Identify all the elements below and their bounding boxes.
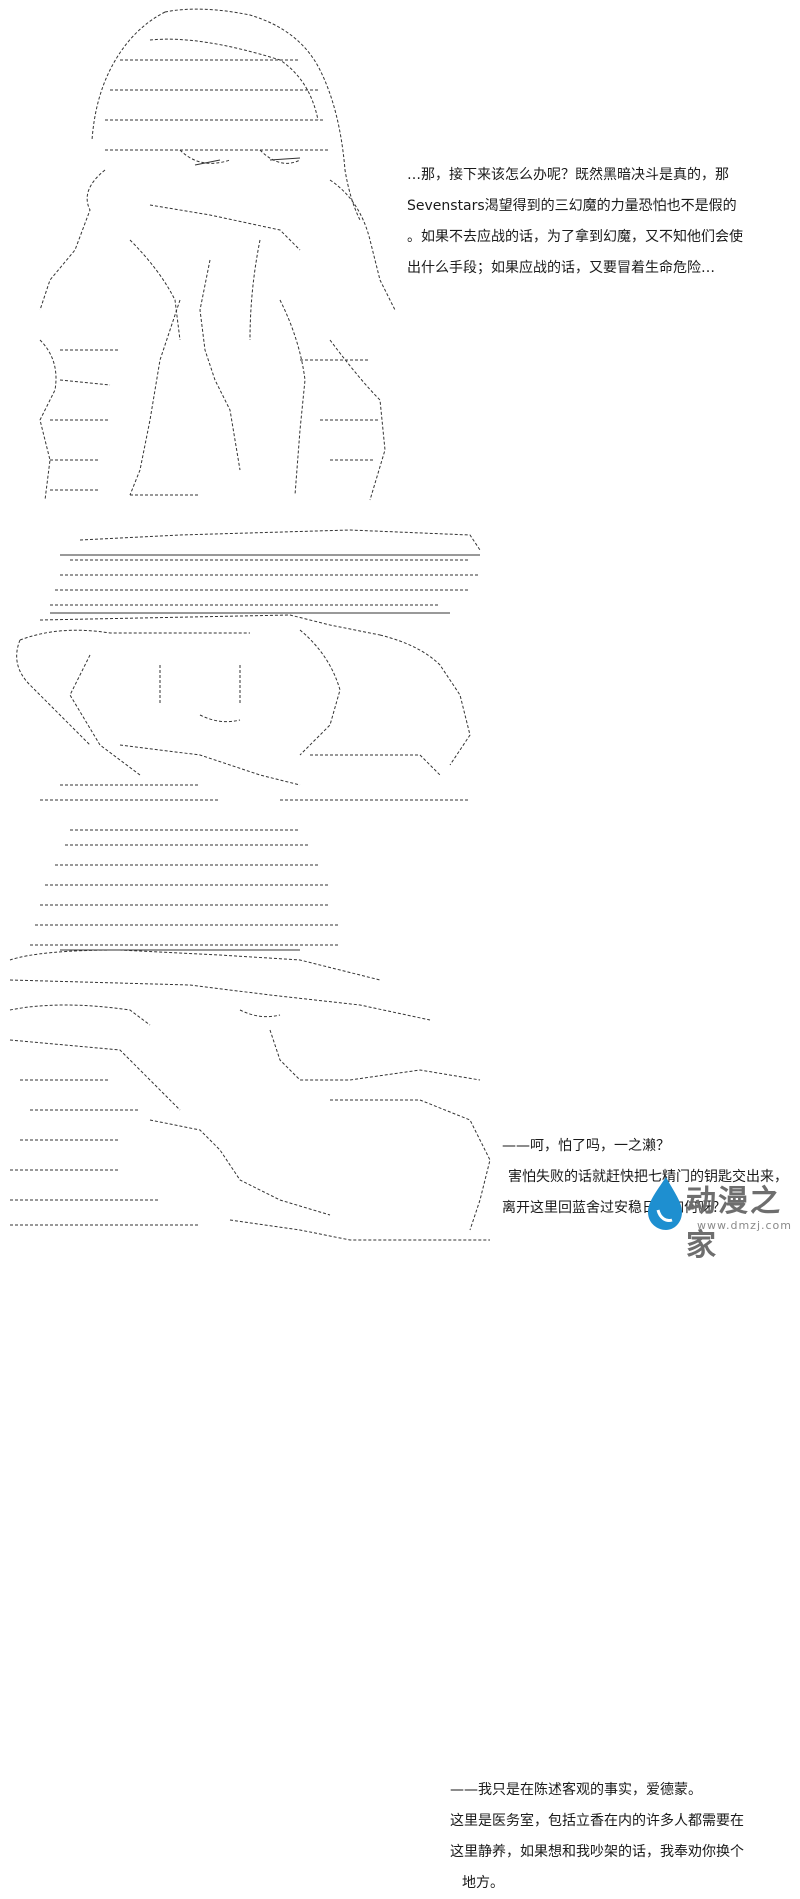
dialog-text: …那，接下来该怎么办呢？既然黑暗决斗是真的，那 Sevenstars渴望得到的三… — [407, 160, 743, 284]
dialog-line: 出什么手段；如果应战的话，又要冒着生命危险… — [407, 260, 715, 276]
panel-2: ——呵，怕了吗，一之濑？ 害怕失败的话就赶快把七精门的钥匙交出来， 离开这里回蓝… — [0, 515, 800, 1216]
ascii-art-character-3 — [0, 820, 500, 1247]
panel-1: …那，接下来该怎么办呢？既然黑暗决斗是真的，那 Sevenstars渴望得到的三… — [0, 0, 800, 515]
dialog-line: …那，接下来该怎么办呢？既然黑暗决斗是真的，那 — [407, 167, 729, 183]
dialog-line: 这里是医务室，包括立香在内的许多人都需要在 — [450, 1813, 744, 1829]
water-drop-icon — [648, 1177, 682, 1230]
dialog-line: 地方。 — [462, 1875, 504, 1891]
dialog-line: ——呵，怕了吗，一之濑？ — [502, 1138, 670, 1154]
ascii-art-character-1 — [0, 0, 400, 515]
dialog-line: 。如果不去应战的话，为了拿到幻魔，又不知他们会使 — [407, 229, 743, 245]
dialog-line: 这里静养，如果想和我吵架的话，我奉劝你换个 — [450, 1844, 744, 1860]
ascii-art-character-2 — [0, 515, 500, 820]
dialog-text: ——我只是在陈述客观的事实，爱德蒙。 这里是医务室，包括立香在内的许多人都需要在… — [450, 1775, 744, 1899]
dmzj-watermark-logo: 动漫之家 www.dmzj.com — [642, 1172, 792, 1263]
dialog-line: Sevenstars渴望得到的三幻魔的力量恐怕也不是假的 — [407, 198, 737, 214]
dialog-line: 害怕失败的话就赶快把七精门的钥匙交出来， — [508, 1169, 788, 1185]
dialog-line: ——我只是在陈述客观的事实，爱德蒙。 — [450, 1782, 702, 1798]
watermark-url: www.dmzj.com — [697, 1219, 792, 1232]
